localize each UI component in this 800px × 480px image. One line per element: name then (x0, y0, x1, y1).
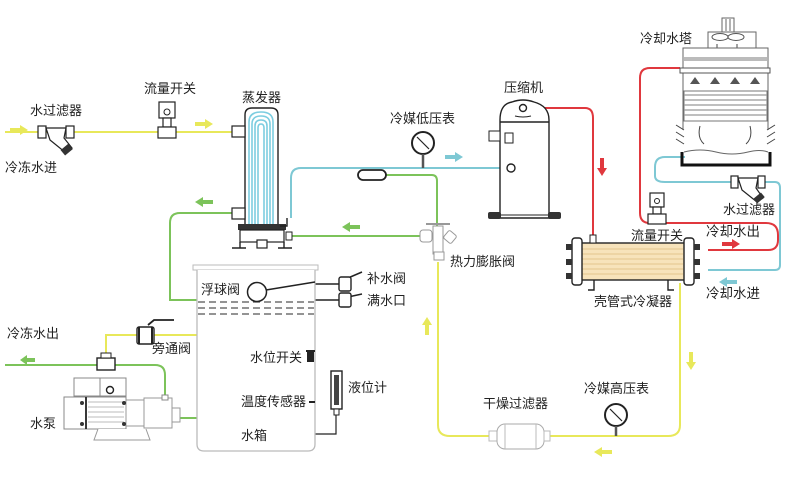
label-chilled-water-in: 冷冻水进 (5, 161, 58, 176)
overflow-fitting (338, 292, 352, 308)
water-pump[interactable] (63, 377, 181, 441)
sight-glass (357, 169, 387, 181)
pipe-cooling-water-in (654, 156, 781, 271)
pipe-sightglass-to-valve (385, 174, 438, 226)
label-flow-switch-left: 流量开关 (144, 82, 197, 97)
label-cooling-water-in: 冷却水进 (706, 286, 760, 302)
label-low-pressure-gauge: 冷媒低压表 (390, 112, 456, 127)
label-float-valve: 浮球阀 (201, 283, 241, 298)
label-evaporator: 蒸发器 (242, 91, 282, 106)
label-overflow: 满水口 (367, 294, 407, 309)
flow-switch-right[interactable] (647, 192, 667, 225)
pipe-evaporator-out (169, 212, 232, 301)
flow-switch-left[interactable] (157, 101, 177, 139)
pipe-chilled-water-out (5, 364, 166, 397)
water-filter-left[interactable] (37, 125, 75, 156)
arrow-yellow-left (594, 447, 612, 457)
label-expansion-valve: 热力膨胀阀 (450, 255, 516, 270)
pipe-refrigerant-high (523, 107, 594, 238)
label-bypass-valve: 旁通阀 (152, 342, 192, 357)
arrow-yellow-right (10, 125, 28, 135)
pipe-refrigerant-liquid (437, 262, 681, 437)
arrow-cyan-right (445, 152, 463, 162)
cooling-tower[interactable] (675, 17, 776, 167)
evaporator[interactable] (231, 107, 293, 249)
flow-arrows (10, 119, 740, 457)
high-pressure-gauge (604, 403, 628, 436)
water-filter-right[interactable] (730, 175, 766, 204)
level-switch (306, 350, 315, 362)
makeup-valve[interactable] (338, 276, 352, 292)
drier-filter (488, 423, 551, 450)
pipe-bypass (105, 334, 200, 355)
label-level-switch: 水位开关 (250, 351, 303, 366)
label-drier-filter: 干燥过滤器 (483, 397, 549, 412)
bypass-valve[interactable] (136, 319, 174, 345)
arrow-green-left (195, 197, 213, 207)
label-condenser: 壳管式冷凝器 (594, 295, 673, 310)
label-cooling-tower: 冷却水塔 (640, 32, 693, 47)
label-water-filter-left: 水过滤器 (30, 104, 83, 119)
label-flow-switch-right: 流量开关 (631, 229, 684, 244)
arrow-yellow-up (422, 317, 432, 335)
low-pressure-gauge (411, 131, 435, 168)
arrow-yellow-down (686, 352, 696, 370)
arrow-red-right (722, 239, 740, 249)
label-makeup-valve: 补水阀 (367, 272, 407, 287)
pipe-cooling-water-out (639, 67, 779, 251)
arrow-green-left (342, 222, 360, 232)
arrow-yellow-right (195, 119, 213, 129)
arrow-cyan-left (719, 277, 737, 287)
label-chilled-water-out: 冷冻水出 (7, 327, 60, 342)
pipe-refrigerant-low (290, 167, 510, 218)
level-gauge (330, 370, 343, 416)
label-compressor: 压缩机 (504, 81, 544, 96)
label-water-filter-right: 水过滤器 (723, 203, 776, 218)
compressor[interactable] (488, 99, 561, 219)
label-water-tank: 水箱 (241, 429, 268, 444)
water-tank[interactable] (192, 264, 319, 452)
float-ball (246, 281, 268, 303)
arrow-green-left (20, 355, 35, 365)
label-level-gauge: 液位计 (348, 381, 388, 396)
pipe-level-gauge (315, 415, 337, 435)
label-temp-sensor: 温度传感器 (241, 395, 307, 410)
label-cooling-water-out: 冷却水出 (706, 224, 760, 240)
tee-fitting (96, 352, 116, 371)
thermal-expansion-valve[interactable] (419, 223, 457, 261)
label-high-pressure-gauge: 冷媒高压表 (584, 382, 650, 397)
shell-tube-condenser[interactable] (566, 234, 700, 291)
arrow-red-down (597, 158, 607, 176)
label-pump: 水泵 (30, 417, 57, 432)
